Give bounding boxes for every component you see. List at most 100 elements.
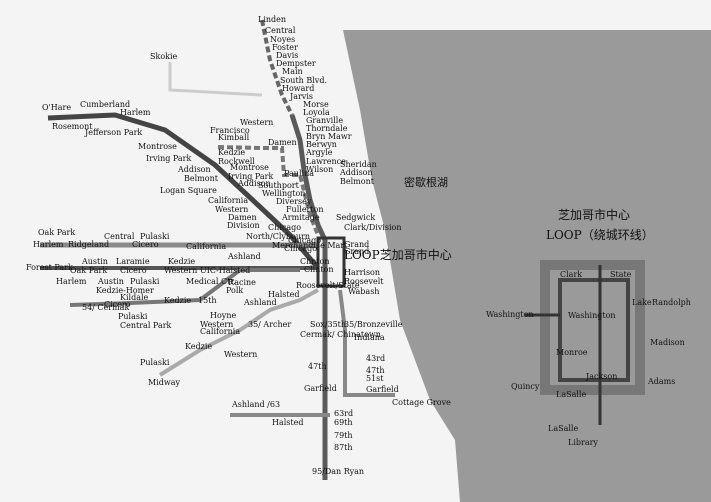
station-label: Southport — [258, 181, 299, 190]
station-label: Roosevelt/State — [296, 281, 360, 290]
inset-title-loop: LOOP（绕城环线） — [546, 228, 654, 242]
station-label: Granville — [306, 116, 344, 125]
station-label: O'Hare — [42, 103, 72, 112]
station-label: California — [186, 242, 227, 251]
station-label: South Blvd. — [280, 76, 327, 85]
station-label: Ashland — [228, 252, 261, 261]
station-label: Ridgeland — [68, 240, 110, 249]
station-label: 51st — [366, 374, 384, 383]
station-label: Clark/Division — [344, 223, 402, 232]
station-label: Pulaski — [140, 358, 170, 367]
station-label: Austin — [82, 257, 108, 266]
station-label: Grand — [344, 247, 370, 256]
station-label: Clinton — [300, 257, 330, 266]
station-label: Chicago — [284, 244, 318, 253]
station-label: Merchandise Mart — [272, 241, 348, 250]
station-label: Paulina — [284, 169, 314, 178]
inset-station-label: Washington — [568, 311, 616, 320]
station-label: Jefferson Park — [85, 128, 143, 137]
station-label: Morse — [303, 100, 329, 109]
station-label: Diversey — [276, 197, 312, 206]
station-label: Central Park — [120, 321, 172, 330]
station-label: Rosemont — [52, 122, 93, 131]
station-label: Cicero — [120, 266, 147, 275]
inset-station-label: Clark — [560, 270, 583, 279]
station-label: Sedgwick — [336, 213, 376, 222]
inset-station-label: State — [610, 270, 632, 279]
station-label: Montrose — [230, 163, 269, 172]
inset-loop-outer — [540, 260, 645, 395]
station-label: 43rd — [366, 354, 386, 363]
inset-station-label: Adams — [648, 377, 676, 386]
station-label: Sheridan — [340, 160, 377, 169]
station-label: Dempster — [276, 59, 316, 68]
station-label: Foster — [272, 43, 298, 52]
station-label: Montrose — [138, 142, 177, 151]
station-label: Harlem — [120, 108, 151, 117]
station-label: Jarvis — [290, 92, 313, 101]
station-label: Kedzie — [164, 296, 192, 305]
station-label: North/Clybourn — [246, 232, 310, 241]
station-label: Garfield — [366, 385, 399, 394]
station-label: 47th — [308, 362, 327, 371]
station-label: Skokie — [150, 52, 178, 61]
station-label: Irving Park — [146, 154, 192, 163]
station-label: Indiana — [354, 333, 385, 342]
yellow-line — [168, 62, 263, 97]
station-label: 15th — [198, 296, 217, 305]
station-label: Chicago — [288, 236, 322, 245]
station-label: Pulaski — [130, 277, 160, 286]
station-label: 54/ Cermak — [82, 303, 130, 312]
station-label: Racine — [228, 278, 256, 287]
station-label: Polk — [226, 286, 244, 295]
station-label: Western — [240, 118, 274, 127]
station-label: Fullerton — [286, 205, 324, 214]
station-label: Halsted — [272, 418, 304, 427]
inset-loop-inner — [558, 278, 630, 382]
station-label: Harlem — [33, 240, 64, 249]
station-label: Cumberland — [80, 100, 131, 109]
station-label: Cottage Grove — [392, 398, 451, 407]
station-label: Ashland — [244, 298, 277, 307]
station-label: Noyes — [270, 35, 296, 44]
station-label: Lawrence — [306, 157, 346, 166]
station-label: Kedzie — [168, 257, 196, 266]
station-label: Harrison — [344, 268, 381, 277]
station-label: Wilson — [306, 165, 334, 174]
station-label: Central — [265, 26, 296, 35]
station-label: Pulaski — [140, 232, 170, 241]
station-label: Cermak/ Chinatown — [300, 330, 381, 339]
station-label: Sox/35th — [310, 320, 347, 329]
station-label: Ashland /63 — [232, 400, 281, 409]
loop-box — [316, 236, 346, 288]
red-line — [289, 114, 328, 480]
station-label: Belmont — [184, 174, 218, 183]
blue-line-ohare — [47, 112, 320, 270]
station-label: 35/ Archer — [248, 320, 292, 329]
lake-michigan — [343, 30, 711, 502]
station-label: California — [208, 196, 249, 205]
station-label: Loyola — [303, 108, 330, 117]
station-label: Berwyn — [306, 140, 337, 149]
station-label: Medical Ctr. — [186, 277, 236, 286]
station-label: 47th — [366, 366, 385, 375]
inset-station-label: Quincy — [511, 382, 540, 391]
station-label: Hoyne — [210, 311, 237, 320]
brown-line — [217, 145, 320, 236]
station-label: Addison — [340, 168, 373, 177]
station-label: Damen — [228, 213, 257, 222]
orange-line — [158, 288, 319, 377]
station-label: Halsted — [268, 290, 300, 299]
station-label: Wellington — [262, 189, 306, 198]
station-label: Central — [104, 232, 135, 241]
station-label: Irving Park — [228, 172, 274, 181]
station-label: Clinton — [304, 265, 334, 274]
station-label: Argyle — [306, 148, 333, 157]
pink-line — [69, 268, 300, 307]
station-label: Kimball — [218, 133, 250, 142]
station-label: Kedzie-Homer — [96, 286, 154, 295]
station-label: Western — [164, 266, 198, 275]
inset-station-label: Jackson — [586, 372, 618, 381]
station-label: Davis — [276, 51, 299, 60]
